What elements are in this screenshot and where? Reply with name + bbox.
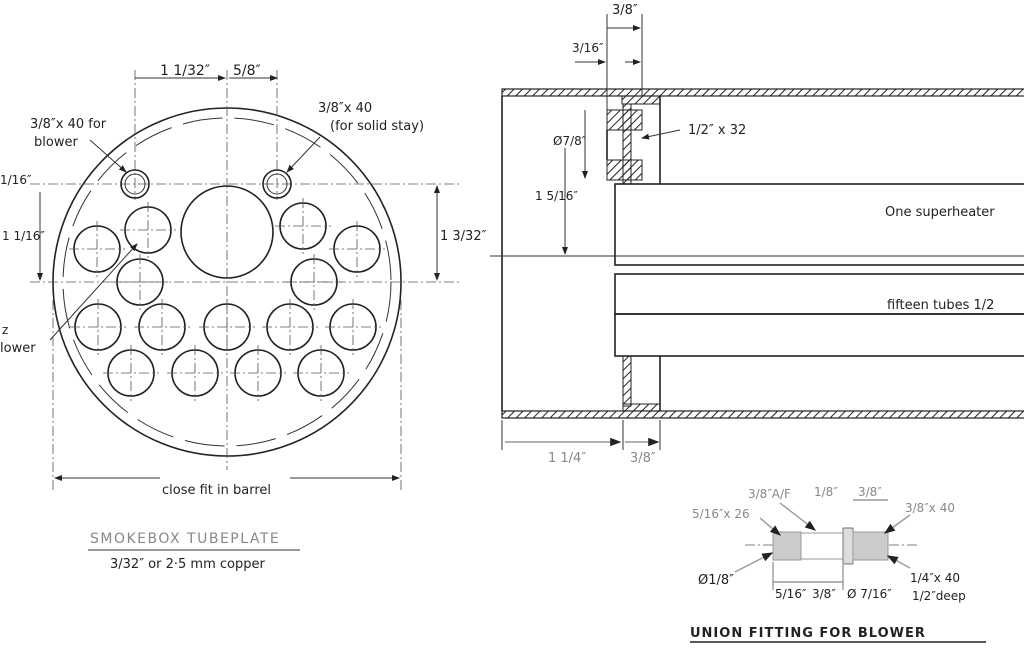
tube-holes	[69, 198, 385, 401]
stay-hole	[262, 169, 292, 199]
dim-right: 1 3/32″	[440, 229, 487, 244]
dim-top-left: 1 1/32″	[160, 63, 210, 79]
barrel-wall-bottom	[501, 410, 1024, 419]
thread-right: 3/8″x 40	[905, 501, 955, 515]
tubeplate-title: SMOKEBOX TUBEPLATE	[90, 531, 280, 547]
blower-bush	[606, 109, 643, 131]
barrel-section: 3/8″ 3/16″ 1/2″ x 32 Ø7/8″ 1 5/16″ One s…	[490, 3, 1024, 466]
union-title: UNION FITTING FOR BLOWER	[690, 626, 926, 641]
superheater-hole	[180, 185, 274, 279]
dim-left-top: 1/16″	[0, 173, 32, 187]
union-left-thread	[772, 531, 802, 561]
dim-bottom-right: 3/8″	[630, 451, 656, 466]
dim-top: 3/8″	[612, 3, 638, 18]
union-collar	[842, 527, 854, 565]
dim-eighth: 1/8″	[814, 485, 838, 499]
dim-height: 1 5/16″	[535, 189, 578, 203]
bore-label: Ø1/8″	[698, 573, 734, 588]
dim-offset: 3/16″	[572, 41, 604, 55]
small-tube	[614, 313, 1024, 357]
dim-a: 5/16″	[775, 587, 807, 601]
blower-hole-label: 3/8″x 40 for	[30, 117, 107, 132]
af-label: 3/8″A/F	[748, 487, 791, 501]
tubes-label: fifteen tubes 1/2	[887, 298, 994, 313]
dim-b: 3/8″	[812, 587, 836, 601]
collar-diameter: Ø 7/16″	[847, 587, 892, 601]
width-label: close fit in barrel	[162, 483, 271, 498]
barrel-wall-top	[501, 88, 1024, 97]
bush-diameter: Ø7/8″	[553, 134, 587, 148]
thread-left: 5/16″x 26	[692, 507, 750, 521]
superheater-label: One superheater	[885, 205, 995, 220]
superheater-tube	[614, 183, 1024, 266]
dim-left: 1 1/16″	[2, 229, 45, 243]
union-fitting: 3/8″A/F 1/8″ 3/8″ 3/8″x 40 5/16″x 26 Ø1/…	[690, 485, 986, 643]
thread-label: 1/2″ x 32	[688, 123, 746, 138]
stay-hole-label: 3/8″x 40	[318, 101, 372, 116]
tubeplate-subtitle: 3/32″ or 2·5 mm copper	[110, 557, 265, 572]
smokebox-tubeplate: 1 1/32″ 5/8″ 3/8″x 40 for blower 3/8″x 4…	[0, 63, 487, 572]
left-partial-label-2: lower	[0, 341, 36, 356]
stay-hole-label-2: (for solid stay)	[330, 119, 424, 134]
dim-three-eighths: 3/8″	[858, 485, 882, 499]
dim-top-right: 5/8″	[233, 63, 261, 79]
left-partial-label: z	[2, 323, 8, 337]
dim-bottom-left: 1 1/4″	[548, 451, 586, 466]
blower-hole-label-2: blower	[34, 135, 78, 150]
blower-hole	[120, 169, 150, 199]
union-right-thread	[852, 531, 889, 561]
tap-label: 1/4″x 40	[910, 571, 960, 585]
tap-depth: 1/2″deep	[912, 589, 966, 603]
